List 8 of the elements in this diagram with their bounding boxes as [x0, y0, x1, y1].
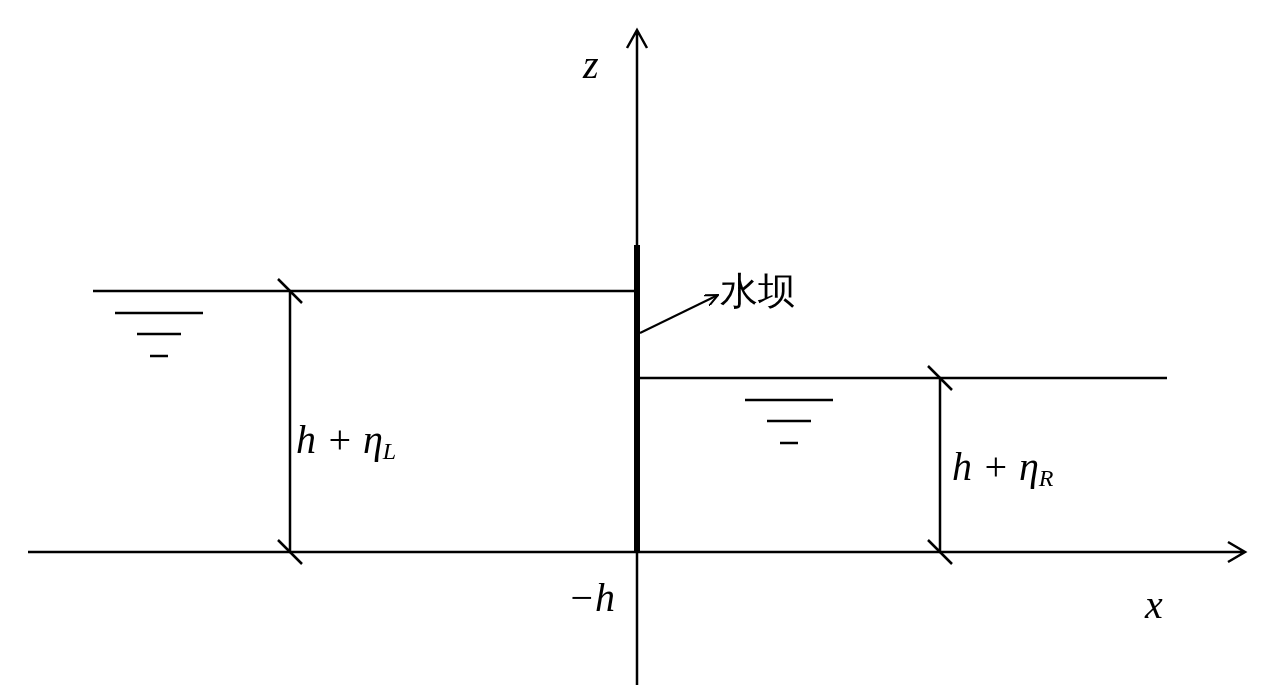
axis-label: z	[583, 45, 599, 85]
dam-wall	[634, 245, 640, 552]
axis-label: x	[1145, 585, 1163, 625]
axis-value-label: −h	[568, 578, 615, 618]
dimension-label: h + η$_{L}$	[296, 420, 397, 463]
leader-line	[639, 294, 719, 334]
dam-label: 水坝	[720, 272, 796, 310]
dimension-label: h + η$_{R}$	[952, 447, 1054, 490]
